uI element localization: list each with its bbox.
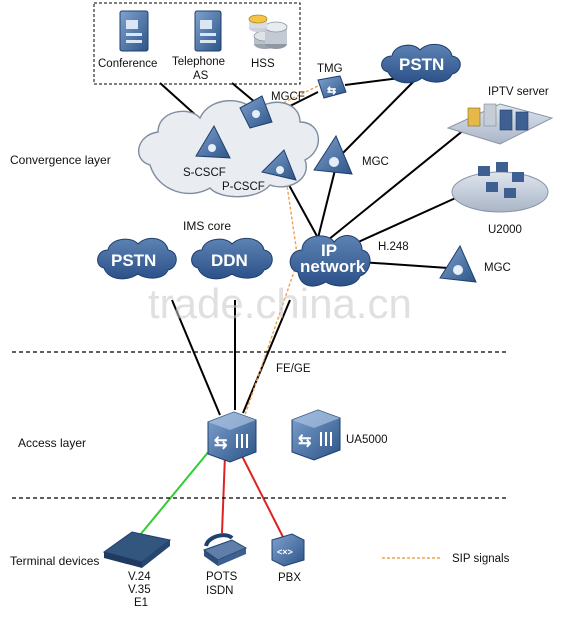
- svg-text:⇆: ⇆: [298, 433, 311, 450]
- pstn-top-cloud: [381, 43, 461, 84]
- s-cscf-label: S-CSCF: [183, 167, 226, 179]
- pstn-top-label: PSTN: [399, 55, 444, 74]
- hss-database-icon: [248, 14, 288, 49]
- u2000-workstation-icon: [451, 162, 549, 213]
- terminal-devices-label: Terminal devices: [10, 554, 99, 568]
- ip-network-label-line2: network: [300, 257, 366, 276]
- u2000-label: U2000: [488, 224, 522, 236]
- pots-link: [221, 454, 226, 534]
- h248-label: H.248: [378, 241, 409, 253]
- convergence-layer-label: Convergence layer: [10, 153, 111, 167]
- tmg-gateway-icon: ⇆: [317, 75, 347, 99]
- server-group-box: [93, 2, 301, 85]
- pbx-link: [239, 451, 284, 538]
- mgc-lower-label: MGC: [484, 262, 511, 274]
- modem-device-icon: [102, 531, 172, 568]
- hss-label: HSS: [251, 58, 275, 70]
- svg-text:⇆: ⇆: [327, 85, 336, 97]
- p-cscf-label: P-CSCF: [222, 181, 265, 193]
- isdn-label: ISDN: [206, 585, 233, 597]
- mgc-upper-label: MGC: [362, 156, 389, 168]
- iptv-server-label: IPTV server: [488, 86, 549, 98]
- pots-label: POTS: [206, 571, 238, 583]
- fe-ge-label: FE/GE: [276, 363, 311, 375]
- svg-text:⇆: ⇆: [214, 435, 227, 452]
- pstn-left-label: PSTN: [111, 251, 156, 270]
- tmg-label: TMG: [317, 63, 343, 75]
- mgcf-icon: [239, 95, 273, 129]
- sip-legend-label: SIP signals: [452, 553, 510, 565]
- mgc-upper-icon: [313, 134, 353, 175]
- ip-network-label-line1: IP: [321, 241, 337, 260]
- conference-server-icon: [119, 10, 149, 52]
- watermark: trade.china.cn: [148, 280, 412, 327]
- p-cscf-icon: [261, 149, 297, 181]
- pbx-label: PBX: [278, 572, 301, 584]
- links: [159, 77, 471, 416]
- mgcf-label: MGCF: [271, 91, 305, 103]
- v35-label: V.35: [128, 584, 151, 596]
- telephone-as-label-line2: AS: [193, 70, 209, 82]
- access-node-icon: ⇆: [207, 411, 257, 463]
- access-layer-label: Access layer: [18, 436, 86, 450]
- v24-label: V.24: [128, 571, 151, 583]
- conference-label: Conference: [98, 58, 157, 70]
- ua5000-label: UA5000: [346, 434, 388, 446]
- ims-core-label: IMS core: [183, 219, 231, 233]
- v-interface-link: [139, 449, 211, 536]
- e1-label: E1: [134, 597, 148, 609]
- pstn-left-cloud: [97, 237, 177, 280]
- telephone-as-server-icon: [194, 10, 222, 52]
- ip-network-cloud: [289, 235, 371, 287]
- s-cscf-icon: [195, 124, 231, 159]
- telephone-icon: [202, 533, 248, 566]
- ddn-label: DDN: [211, 251, 248, 270]
- ua5000-icon: ⇆: [291, 409, 341, 461]
- pbx-icon: <×>: [271, 533, 305, 567]
- mgc-lower-icon: [439, 244, 477, 283]
- ddn-cloud: [191, 237, 273, 280]
- telephone-as-label-line1: Telephone: [172, 56, 225, 68]
- svg-text:<×>: <×>: [277, 547, 293, 557]
- iptv-server-icon: [446, 103, 554, 145]
